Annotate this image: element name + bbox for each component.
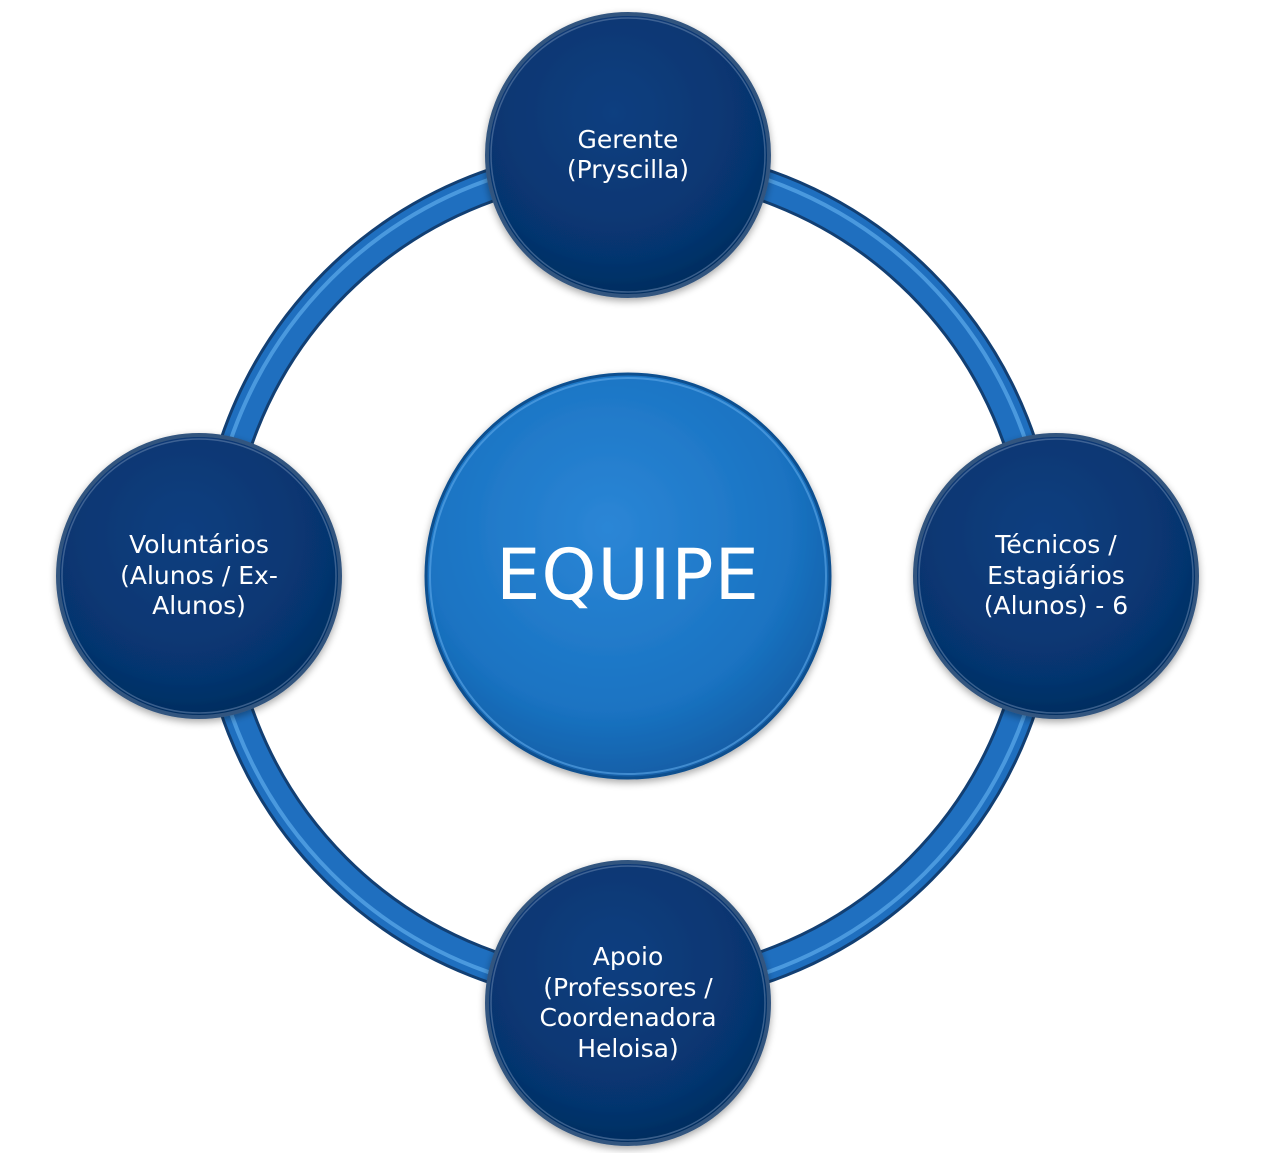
node-circle-tecnicos: [913, 433, 1199, 719]
node-circle-gerente: [485, 12, 771, 298]
center-circle: [424, 372, 832, 780]
node-circle-voluntarios: [56, 433, 342, 719]
node-circle-apoio: [485, 860, 771, 1146]
center-circle-rim: [429, 377, 827, 775]
